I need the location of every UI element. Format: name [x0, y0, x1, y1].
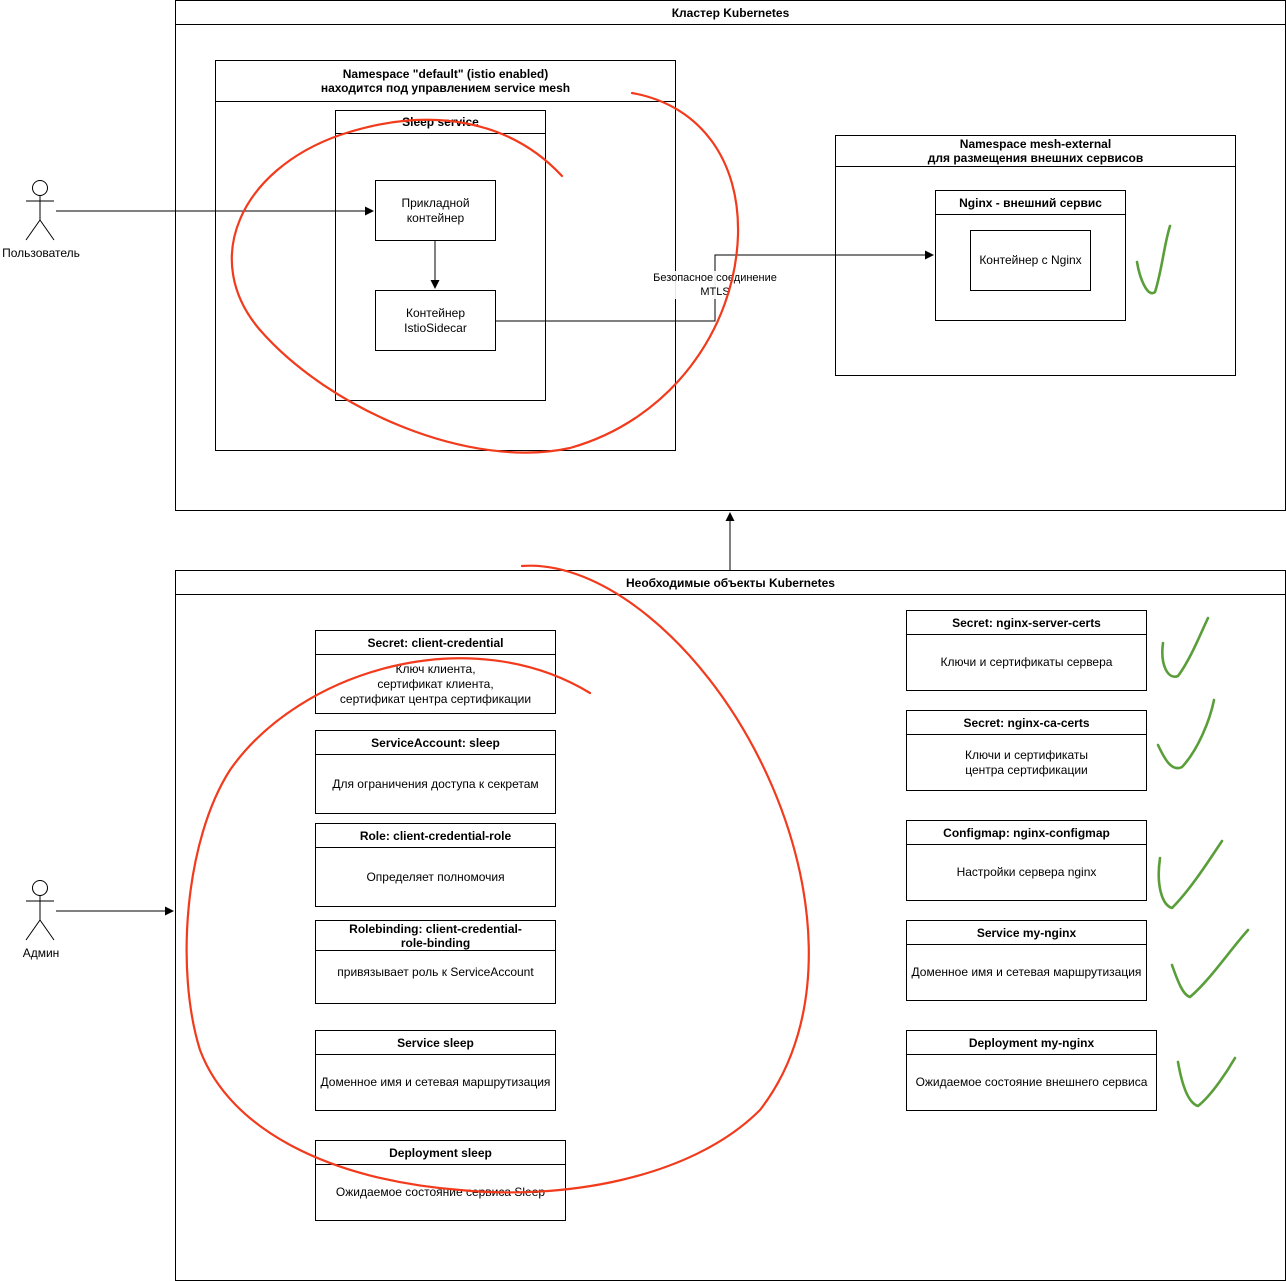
object-card-title: Secret: nginx-ca-certs — [907, 711, 1146, 735]
object-card-title: Secret: nginx-server-certs — [907, 611, 1146, 635]
istio-sidecar-container[interactable]: Контейнер IstioSidecar — [375, 290, 496, 351]
object-card-body: привязывает роль к ServiceAccount — [337, 965, 534, 979]
object-card-title: Rolebinding: client-credential-role-bind… — [316, 921, 555, 951]
object-card-body: Доменное имя и сетевая маршрутизация — [320, 1075, 551, 1089]
object-card[interactable]: Secret: client-credential Ключ клиента, … — [315, 630, 556, 714]
namespace-external-title: Namespace mesh-external для размещения в… — [836, 136, 1235, 167]
object-card[interactable]: Secret: nginx-ca-certs Ключи и сертифика… — [906, 710, 1147, 791]
mtls-connection-label: Безопасное соединение MTLS — [650, 271, 780, 299]
object-card-body: Настройки сервера nginx — [956, 865, 1097, 879]
k8s-objects-title: Необходимые объекты Kubernetes — [176, 571, 1285, 595]
object-card[interactable]: Deployment sleep Ожидаемое состояние сер… — [315, 1140, 566, 1221]
user-actor-label: Пользователь — [2, 246, 80, 260]
object-card[interactable]: Service sleep Доменное имя и сетевая мар… — [315, 1030, 556, 1111]
object-card-title: Secret: client-credential — [316, 631, 555, 655]
object-card-body: Ключи и сертификаты центра сертификации — [965, 747, 1088, 777]
object-card-title: ServiceAccount: sleep — [316, 731, 555, 755]
object-card[interactable]: Role: client-credential-role Определяет … — [315, 823, 556, 907]
nginx-service-title: Nginx - внешний сервис — [936, 191, 1125, 215]
cluster-title: Кластер Kubernetes — [176, 1, 1285, 25]
object-card-title: Deployment sleep — [316, 1141, 565, 1165]
object-card-body: Ожидаемое состояние внешнего сервиса — [915, 1075, 1148, 1089]
nginx-container[interactable]: Контейнер с Nginx — [970, 230, 1091, 291]
sleep-service-title: Sleep service — [336, 111, 545, 134]
namespace-default-title: Namespace "default" (istio enabled) нахо… — [216, 61, 675, 102]
object-card-body: Доменное имя и сетевая маршрутизация — [911, 965, 1142, 979]
object-card-body: Определяет полномочия — [366, 869, 505, 884]
object-card[interactable]: Service my-nginx Доменное имя и сетевая … — [906, 920, 1147, 1001]
object-card-title: Service sleep — [316, 1031, 555, 1055]
object-card[interactable]: Secret: nginx-server-certs Ключи и серти… — [906, 610, 1147, 691]
object-card-body: Для ограничения доступа к секретам — [332, 776, 539, 791]
app-container[interactable]: Прикладной контейнер — [375, 180, 496, 241]
object-card-body: Ожидаемое состояние сервиса Sleep — [335, 1185, 546, 1199]
object-card[interactable]: ServiceAccount: sleep Для ограничения до… — [315, 730, 556, 814]
sleep-service: Sleep service — [335, 110, 546, 401]
object-card-title: Role: client-credential-role — [316, 824, 555, 848]
object-card[interactable]: Deployment my-nginx Ожидаемое состояние … — [906, 1030, 1157, 1111]
object-card-body: Ключи и сертификаты сервера — [940, 655, 1113, 669]
object-card[interactable]: Rolebinding: client-credential-role-bind… — [315, 920, 556, 1004]
object-card[interactable]: Configmap: nginx-configmap Настройки сер… — [906, 820, 1147, 901]
object-card-title: Deployment my-nginx — [907, 1031, 1156, 1055]
object-card-title: Configmap: nginx-configmap — [907, 821, 1146, 845]
object-card-body: Ключ клиента, сертификат клиента, сертиф… — [339, 661, 532, 706]
object-card-title: Service my-nginx — [907, 921, 1146, 945]
admin-actor-label: Админ — [22, 946, 60, 960]
